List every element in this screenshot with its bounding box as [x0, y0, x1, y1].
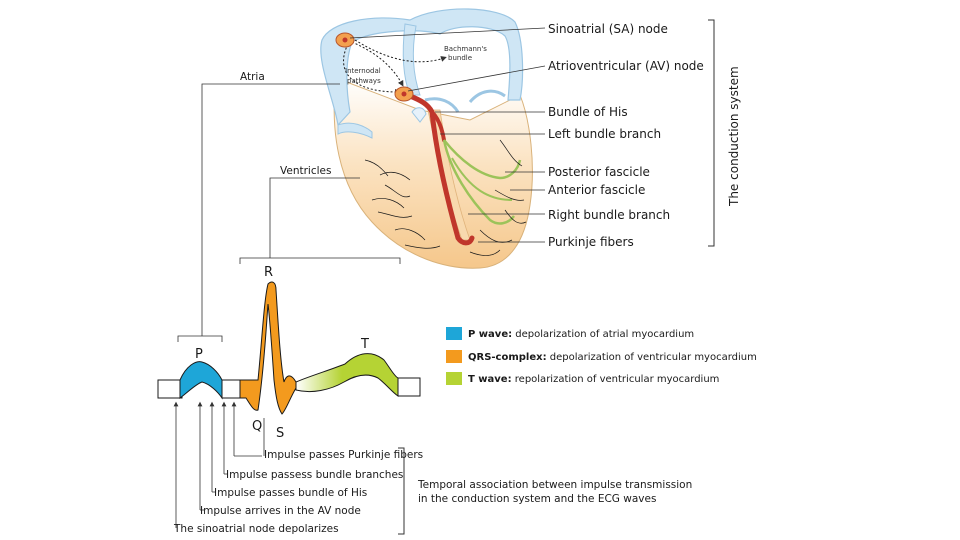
- legend-key-qrs: QRS-complex:: [468, 352, 547, 363]
- event-av-node: Impulse arrives in the AV node: [200, 505, 361, 517]
- label-left-bundle: Left bundle branch: [548, 127, 661, 141]
- conduction-system-title: The conduction system: [727, 66, 741, 207]
- atria-region: [320, 8, 524, 127]
- conduction-system-bracket: [708, 19, 715, 247]
- atria-leader: [201, 83, 340, 336]
- event-bundle-branches: Impulse passess bundle branches: [226, 469, 403, 481]
- letter-s: S: [276, 426, 284, 441]
- label-av-node: Atrioventricular (AV) node: [548, 59, 704, 73]
- left-bundle-path: [430, 110, 446, 142]
- events-brace: [398, 447, 405, 535]
- label-leader-lines: [349, 27, 546, 243]
- bachmann-arrow: [354, 39, 447, 63]
- label-ventricles: Ventricles: [280, 165, 331, 177]
- internodal-arrow: [343, 43, 401, 95]
- ventricles-leader: [269, 177, 360, 258]
- st-segment-t-wave: [295, 353, 399, 397]
- legend-item-qrs: QRS-complex: depolarization of ventricul…: [468, 352, 757, 363]
- p-wave-bracket: [177, 335, 223, 342]
- fascicle-branch: [451, 157, 513, 201]
- internodal-arrow-2: [351, 41, 404, 87]
- heart-illustration: Bachmann's bundle Internodal pathways: [320, 8, 533, 269]
- p-wave: [179, 361, 223, 400]
- bundle-of-his-path: [407, 93, 475, 246]
- atrial-inner-wall: [337, 122, 373, 139]
- label-bundle-his: Bundle of His: [548, 105, 628, 119]
- letter-t: T: [360, 337, 369, 352]
- bachmann-label-2: bundle: [448, 54, 472, 62]
- label-right-bundle: Right bundle branch: [548, 208, 670, 222]
- note-line-2: in the conduction system and the ECG wav…: [418, 493, 656, 505]
- event-bundle-his: Impulse passes bundle of His: [214, 487, 367, 499]
- label-sa-node: Sinoatrial (SA) node: [548, 22, 668, 36]
- label-posterior-fascicle: Posterior fascicle: [548, 165, 650, 179]
- legend-swatch-p: [446, 327, 462, 340]
- valve-left: [468, 89, 506, 104]
- event-purkinje: Impulse passes Purkinje fibers: [264, 449, 423, 461]
- internodal-label-2: pathways: [347, 77, 381, 85]
- legend-desc-p: depolarization of atrial myocardium: [512, 329, 694, 340]
- qrs-bracket: [239, 257, 401, 264]
- legend: P wave: depolarization of atrial myocard…: [446, 327, 757, 385]
- legend-item-p: P wave: depolarization of atrial myocard…: [468, 329, 694, 340]
- legend-swatch-qrs: [446, 350, 462, 363]
- purkinje-fibers: [364, 139, 527, 256]
- atrial-septum: [402, 23, 421, 96]
- legend-swatch-t: [446, 372, 462, 385]
- legend-item-t: T wave: repolarization of ventricular my…: [468, 374, 719, 385]
- label-atria: Atria: [240, 71, 265, 83]
- internodal-label-1: Internodal: [345, 67, 381, 75]
- posterior-fascicle-path: [443, 139, 522, 180]
- valve-right: [424, 97, 460, 113]
- ecg-trace: [157, 281, 421, 415]
- letter-q: Q: [252, 419, 262, 434]
- letter-p: P: [195, 347, 203, 362]
- event-sa-node: The sinoatrial node depolarizes: [173, 523, 339, 535]
- label-anterior-fascicle: Anterior fascicle: [548, 183, 645, 197]
- qrs-complex: [239, 281, 297, 415]
- legend-desc-t: repolarization of ventricular myocardium: [512, 374, 720, 385]
- event-arrows: [173, 401, 265, 528]
- label-purkinje: Purkinje fibers: [548, 235, 634, 249]
- anterior-fascicle-path: [442, 139, 515, 225]
- legend-key-p: P wave:: [468, 329, 512, 340]
- ventricles-region: [333, 77, 533, 269]
- letter-r: R: [264, 265, 273, 280]
- note-line-1: Temporal association between impulse tra…: [417, 479, 692, 491]
- bachmann-label-1: Bachmann's: [444, 45, 487, 53]
- legend-desc-qrs: depolarization of ventricular myocardium: [547, 352, 757, 363]
- legend-key-t: T wave:: [468, 374, 512, 385]
- valve-mid: [411, 107, 427, 123]
